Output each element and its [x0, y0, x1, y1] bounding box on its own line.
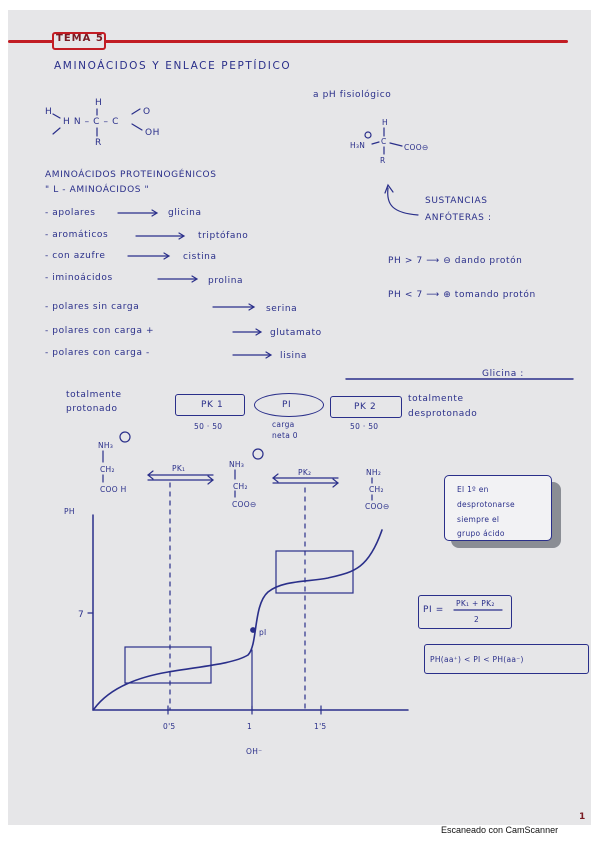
- pi-label: PI: [282, 400, 292, 410]
- chart-x-tick: 0'5: [163, 722, 176, 731]
- category-example: cistina: [183, 252, 217, 262]
- category-example: serina: [266, 304, 298, 314]
- note-card: [444, 475, 552, 541]
- amphoteric-heading-2: ANFÓTERAS :: [425, 213, 492, 223]
- chart-pi-annotation: pI: [259, 628, 267, 637]
- struct-top-h: H: [95, 98, 103, 108]
- pi-formula-numerator: PK₁ + PK₂: [456, 599, 495, 608]
- category-label: - apolares: [45, 208, 96, 218]
- ph-physiological-title: a pH fisiológico: [313, 90, 392, 100]
- zwitterion-r: R: [380, 156, 386, 165]
- species-3-ch: CH₂: [369, 485, 384, 494]
- chart-x-tick: 1'5: [314, 722, 327, 731]
- pi-ellipse: [254, 393, 324, 417]
- pk2-ratio: 50 · 50: [350, 422, 379, 431]
- arrow-pk1-label: PK₁: [172, 464, 186, 473]
- struct-o: O: [143, 107, 151, 117]
- fully-protonated-label-1: totalmente: [66, 390, 122, 400]
- chart-y-tick: 7: [78, 610, 85, 620]
- neutral-charge-2: neta 0: [272, 431, 298, 440]
- fully-deprotonated-label-1: totalmente: [408, 394, 464, 404]
- fully-deprotonated-label-2: desprotonado: [408, 409, 478, 419]
- category-label: - iminoácidos: [45, 273, 113, 283]
- pi-formula-denominator: 2: [474, 615, 480, 624]
- notebook-page: TEMA 5 AMINOÁCIDOS Y ENLACE PEPTÍDICO H …: [8, 10, 591, 825]
- category-label: - polares sin carga: [45, 302, 140, 312]
- category-label: - polares con carga +: [45, 326, 155, 336]
- title-underline: [8, 40, 568, 43]
- tema-badge: [52, 32, 106, 50]
- chart-x-tick: 1: [247, 722, 253, 731]
- tema-label: TEMA 5: [56, 33, 104, 44]
- zwitterion-h: H: [382, 118, 388, 127]
- category-example: glutamato: [270, 328, 322, 338]
- species-1-coo: COO H: [100, 485, 127, 494]
- species-1-nh: NH₃: [98, 441, 114, 450]
- proteinogenic-subheading: " L - AMINOÁCIDOS ": [45, 185, 150, 195]
- handdrawn-lines: [52, 108, 574, 715]
- pk2-box: [330, 396, 402, 418]
- inequality-box: [424, 644, 589, 674]
- category-example: lisina: [280, 351, 308, 361]
- inequality-text: PH(aa⁺) < PI < PH(aa⁻): [430, 655, 524, 664]
- pi-formula-box: [418, 595, 512, 629]
- struct-h-left: H: [45, 107, 53, 117]
- pk2-label: PK 2: [354, 402, 377, 412]
- amphoteric-rule-basic: PH > 7 ⟶ ⊖ dando protón: [388, 256, 523, 266]
- page-title: AMINOÁCIDOS Y ENLACE PEPTÍDICO: [54, 60, 292, 72]
- page-number: 1: [579, 812, 586, 822]
- category-example: glicina: [168, 208, 202, 218]
- zwitterion-c: C: [381, 137, 387, 146]
- pk1-box: [175, 394, 245, 416]
- category-example: triptófano: [198, 231, 249, 241]
- category-label: - con azufre: [45, 251, 106, 261]
- arrow-pk2-label: PK₂: [298, 468, 312, 477]
- zwitterion-coo: COO⊖: [404, 143, 429, 152]
- species-1-ch: CH₂: [100, 465, 115, 474]
- note-line: grupo ácido: [457, 529, 505, 538]
- note-line: desprotonarse: [457, 500, 515, 509]
- zwitterion-nh3: H₃N: [350, 141, 366, 150]
- glycine-title: Glicina :: [482, 369, 524, 379]
- pk1-ratio: 50 · 50: [194, 422, 223, 431]
- scanner-footer: Escaneado con CamScanner: [441, 825, 559, 835]
- neutral-charge-1: carga: [272, 420, 295, 429]
- species-3-coo: COO⊖: [365, 502, 390, 511]
- note-line: siempre el: [457, 515, 500, 524]
- fully-protonated-label-2: protonado: [66, 404, 118, 414]
- species-2-nh: NH₃: [229, 460, 245, 469]
- species-3-nh: NH₂: [366, 468, 382, 477]
- struct-oh: OH: [145, 128, 161, 138]
- category-label: - aromáticos: [45, 230, 109, 240]
- chart-x-label: OH⁻: [246, 747, 263, 756]
- amphoteric-rule-acidic: PH < 7 ⟶ ⊕ tomando protón: [388, 290, 536, 300]
- struct-backbone: H N – C – C: [63, 117, 119, 127]
- category-label: - polares con carga -: [45, 348, 150, 358]
- note-line: El 1º en: [457, 485, 489, 494]
- chart-y-label: PH: [64, 507, 75, 516]
- struct-r: R: [95, 138, 102, 148]
- pk1-label: PK 1: [201, 400, 224, 410]
- pi-formula-label: PI =: [423, 605, 444, 615]
- proteinogenic-heading: AMINOÁCIDOS PROTEINOGÉNICOS: [45, 170, 217, 180]
- category-example: prolina: [208, 276, 244, 286]
- species-2-coo: COO⊖: [232, 500, 257, 509]
- species-2-ch: CH₂: [233, 482, 248, 491]
- amphoteric-heading-1: SUSTANCIAS: [425, 196, 488, 206]
